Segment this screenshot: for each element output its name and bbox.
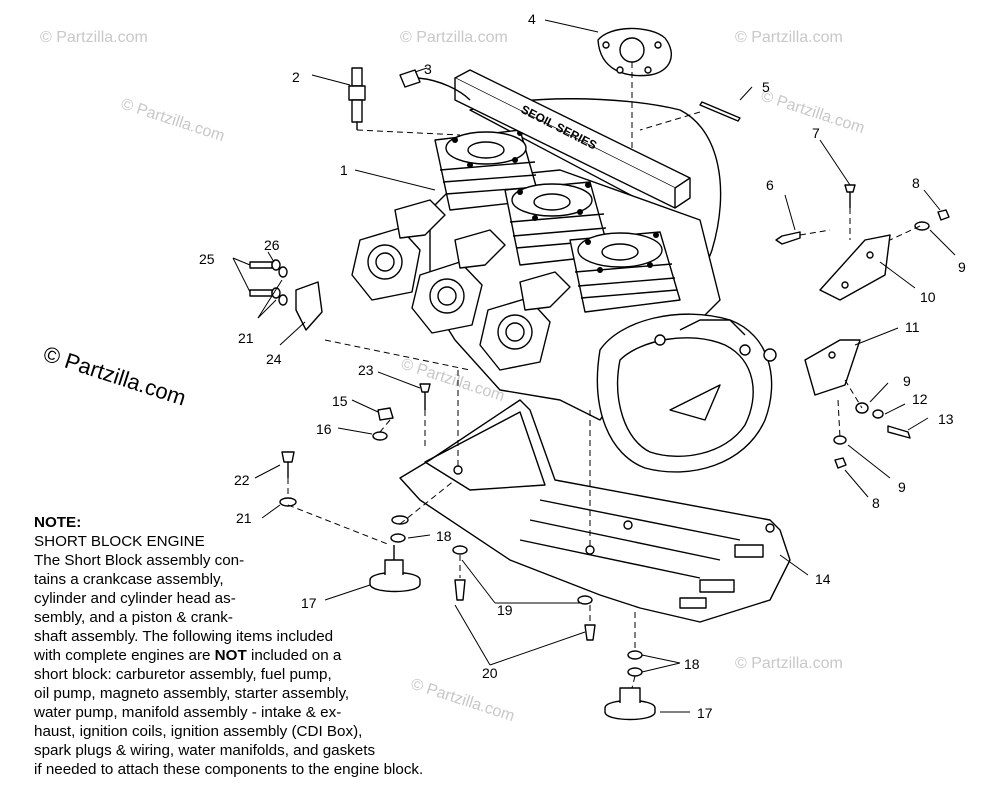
callout-20: 20 (482, 665, 498, 681)
note-heading: SHORT BLOCK ENGINE (34, 533, 205, 550)
callout-7: 7 (812, 125, 820, 141)
callout-14: 14 (815, 571, 831, 587)
note-title: NOTE: (34, 514, 82, 531)
note-line: shaft assembly. The following items incl… (34, 628, 334, 645)
callout-23: 23 (358, 362, 374, 378)
callout-13: 13 (938, 411, 954, 427)
callout-6: 6 (766, 177, 774, 193)
short-block-note: NOTE: SHORT BLOCK ENGINE The Short Block… (34, 513, 514, 779)
callout-9-mid: 9 (903, 373, 911, 389)
callout-10: 10 (920, 289, 936, 305)
engine-assembly: SEOIL SERIES (348, 27, 777, 473)
callout-25: 25 (199, 251, 215, 267)
watermark: © Partzilla.com (119, 96, 227, 145)
note-line: oil pump, magneto assembly, starter asse… (34, 685, 350, 702)
callout-4: 4 (528, 11, 536, 27)
mounting-plate (399, 399, 791, 623)
callout-21-top: 21 (238, 330, 254, 346)
callout-17-lower: 17 (697, 705, 713, 721)
callout-18-lower: 18 (684, 656, 700, 672)
callout-16: 16 (316, 421, 332, 437)
note-line: tains a crankcase assembly, (34, 571, 224, 588)
mount-brackets (775, 184, 950, 469)
head-gasket (597, 27, 672, 77)
cylinder-3 (569, 231, 681, 313)
head-studs (452, 130, 659, 273)
note-text: included on a (246, 647, 342, 664)
spark-plug (348, 67, 366, 130)
note-line: short block: carburetor assembly, fuel p… (34, 666, 332, 683)
left-fasteners (249, 259, 656, 721)
coil-rail: SEOIL SERIES (454, 69, 691, 209)
callout-2: 2 (292, 69, 300, 85)
carburetors (351, 199, 571, 371)
magneto-cover (596, 313, 777, 473)
callout-9-top: 9 (958, 259, 966, 275)
callout-8-top: 8 (912, 175, 920, 191)
note-text: with complete engines are (34, 647, 215, 664)
callout-1: 1 (340, 162, 348, 178)
alignment-lines (287, 62, 921, 689)
note-line: sembly, and a piston & crank- (34, 609, 233, 626)
callout-9-low: 9 (898, 479, 906, 495)
note-line: water pump, manifold assembly - intake &… (34, 704, 342, 721)
callout-18-upper: 18 (436, 528, 452, 544)
note-line: cylinder and cylinder head as- (34, 590, 236, 607)
watermark: © Partzilla.com (400, 29, 508, 46)
callout-15: 15 (332, 393, 348, 409)
callout-5: 5 (762, 79, 770, 95)
watermark: © Partzilla.com (735, 29, 843, 46)
note-line: spark plugs & wiring, water manifolds, a… (34, 742, 376, 759)
callout-26: 26 (264, 237, 280, 253)
note-line: haust, ignition coils, ignition assembly… (34, 723, 363, 740)
watermark: © Partzilla.com (735, 655, 843, 672)
callout-17-upper: 17 (301, 595, 317, 611)
callout-12: 12 (912, 391, 928, 407)
callout-21-low: 21 (236, 510, 252, 526)
note-emphasis: NOT (214, 647, 247, 664)
callout-8-low: 8 (872, 495, 880, 511)
callouts: 1 2 3 4 5 6 7 8 9 10 11 9 12 13 9 8 14 1… (199, 11, 966, 721)
watermark-large: © Partzilla.com (40, 341, 189, 411)
callout-19: 19 (497, 602, 513, 618)
note-line: The Short Block assembly con- (34, 552, 245, 569)
leader-lines (232, 19, 956, 713)
watermark: © Partzilla.com (40, 29, 148, 46)
note-line: if needed to attach these components to … (34, 761, 424, 778)
callout-24: 24 (266, 351, 282, 367)
callout-3: 3 (424, 61, 432, 77)
callout-22: 22 (234, 472, 250, 488)
callout-11: 11 (905, 319, 920, 335)
note-line: with complete engines are NOT included o… (34, 646, 514, 665)
